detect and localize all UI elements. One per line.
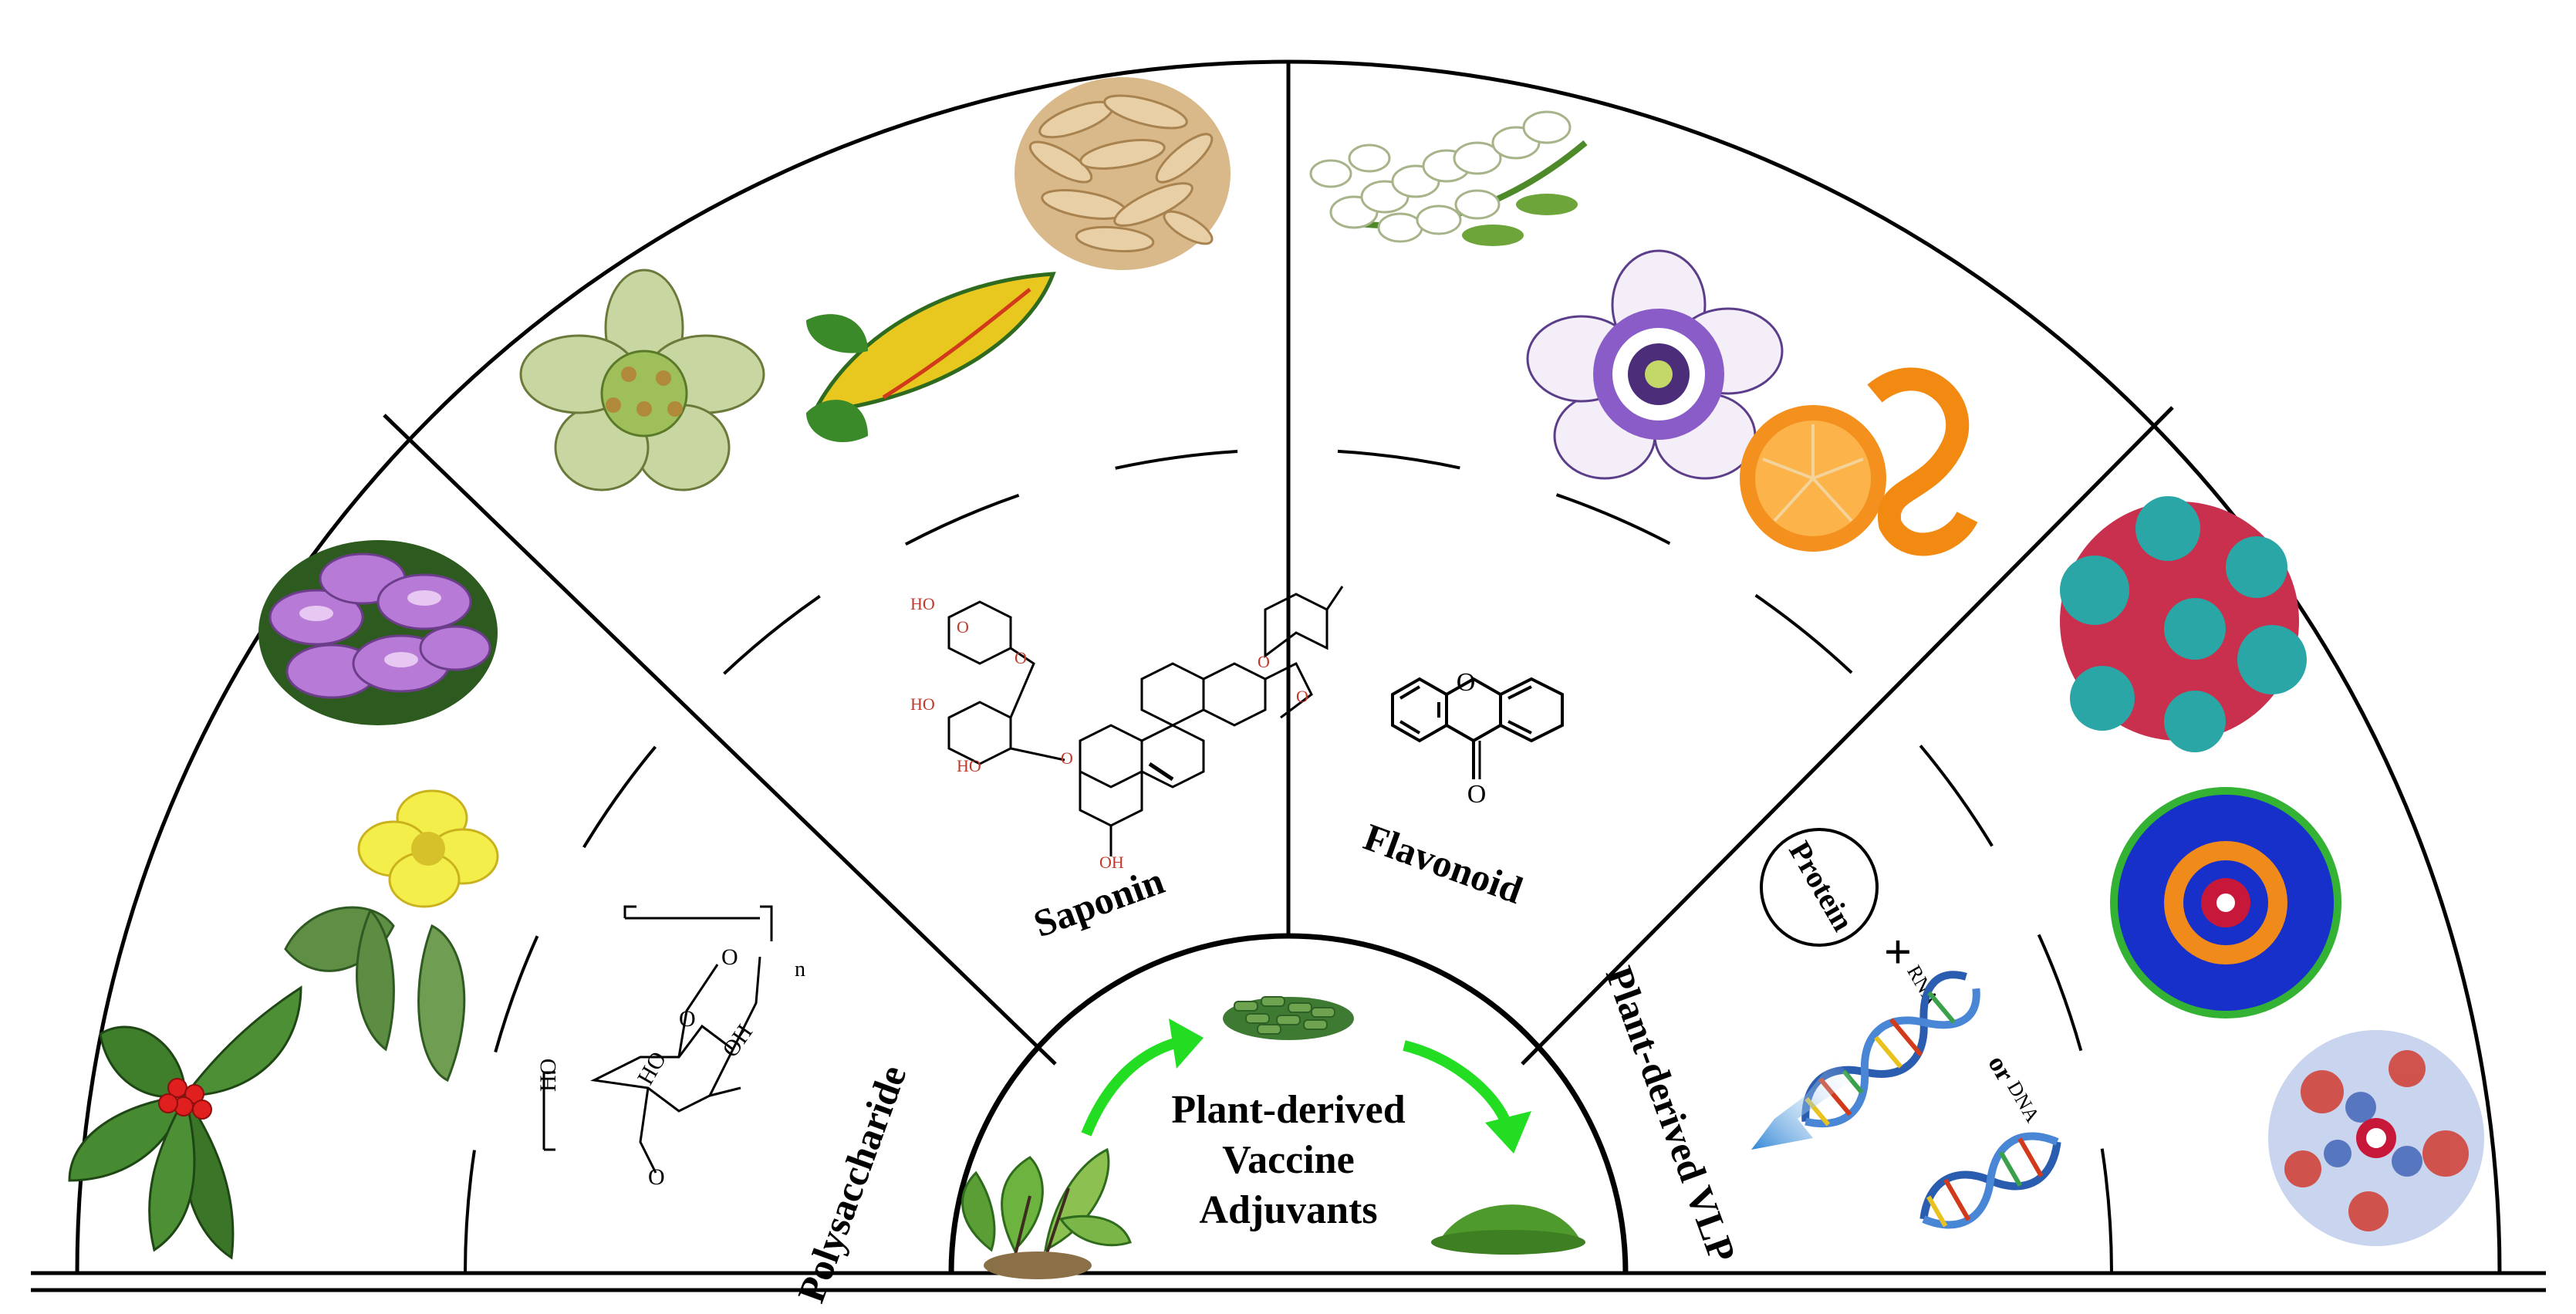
flavone-carbonyl-o: O — [1467, 780, 1487, 809]
center-arc — [948, 933, 1629, 1274]
poly-subscript-n: n — [795, 958, 805, 981]
vlp-capsid-surface-image — [2268, 1030, 2484, 1246]
croton-leaf-image — [806, 272, 1056, 443]
svg-text:O: O — [1296, 687, 1308, 706]
plus-sign: + — [1884, 924, 1912, 979]
passion-flower-image — [1526, 249, 1784, 480]
protein-circle — [1760, 828, 1879, 947]
svg-text:O: O — [1258, 652, 1270, 671]
poly-ho-left: HO — [535, 1059, 561, 1092]
svg-text:HO: HO — [910, 594, 935, 613]
svg-text:O: O — [1061, 748, 1073, 768]
green-arrow-left — [1081, 1036, 1182, 1137]
center-title-line1: Plant-derived — [1171, 1088, 1405, 1132]
segment-label-flavonoid: Flavonoid — [1359, 815, 1528, 912]
saponin-oxygen-labels: HO O O HO HO O OH O O — [910, 594, 1308, 872]
pale-flower-image — [519, 269, 765, 491]
polysaccharide-structure — [542, 905, 773, 1174]
green-arrowhead-left — [1169, 1018, 1204, 1069]
baseline — [31, 1271, 2546, 1292]
polysaccharide-segment: HO HO OH O O O n Polysaccharide — [68, 540, 915, 1308]
green-arrowhead-right — [1485, 1111, 1531, 1154]
saponin-segment: HO O O HO HO O OH O O Saponin — [519, 77, 1344, 945]
powder-icon — [1431, 1204, 1585, 1255]
center-title-line3: Adjuvants — [1199, 1188, 1377, 1232]
white-flowers-image — [1309, 110, 1588, 246]
segment-label-polysaccharide: Polysaccharide — [789, 1059, 915, 1308]
divider-left — [383, 414, 1057, 1066]
orange-fruit-image — [1740, 367, 1978, 556]
svg-text:O: O — [1015, 648, 1027, 667]
poly-o-link: O — [721, 944, 738, 970]
yellow-flower-image — [284, 789, 499, 1083]
vlp-capsid-blue-image — [2110, 787, 2341, 1018]
saponin-structure — [947, 586, 1344, 856]
vlp-capsid-red-image — [2060, 496, 2307, 752]
dna-helix-top-icon — [1801, 971, 1980, 1128]
dna-label: DNA — [2003, 1077, 2044, 1126]
poly-ho-mid: HO — [633, 1047, 671, 1089]
pellets-icon — [1223, 996, 1354, 1040]
blue-arrow — [1751, 1057, 1852, 1150]
svg-text:OH: OH — [1099, 853, 1124, 872]
dna-helix-bottom-icon — [1919, 1132, 2061, 1229]
center-title-line2: Vaccine — [1222, 1138, 1354, 1182]
flavone-structure — [1391, 677, 1564, 779]
vlp-segment: Protein + RNA or DNA — [1598, 496, 2484, 1268]
svg-text:HO: HO — [910, 694, 935, 714]
divider-right-center — [1521, 406, 2174, 1066]
purple-flower-image — [258, 540, 498, 725]
poly-oh-right: OH — [717, 1020, 758, 1062]
grain-image — [1015, 77, 1231, 270]
green-arrow-right — [1403, 1040, 1510, 1122]
flavonoid-segment: O O Flavonoid — [1309, 110, 1978, 912]
holly-berries-image — [68, 985, 302, 1260]
poly-o-ring: O — [679, 1006, 696, 1032]
poly-o-bottom: O — [648, 1164, 665, 1190]
svg-text:HO: HO — [957, 756, 981, 775]
center-panel: Plant-derived Vaccine Adjuvants — [961, 996, 1585, 1279]
or-label: or — [1982, 1051, 2019, 1086]
outer-frame — [75, 59, 2502, 1274]
plant-icon — [961, 1147, 1132, 1279]
svg-text:O: O — [957, 617, 969, 637]
protein-label: Protein — [1782, 835, 1861, 937]
flavone-ring-o: O — [1457, 668, 1476, 697]
